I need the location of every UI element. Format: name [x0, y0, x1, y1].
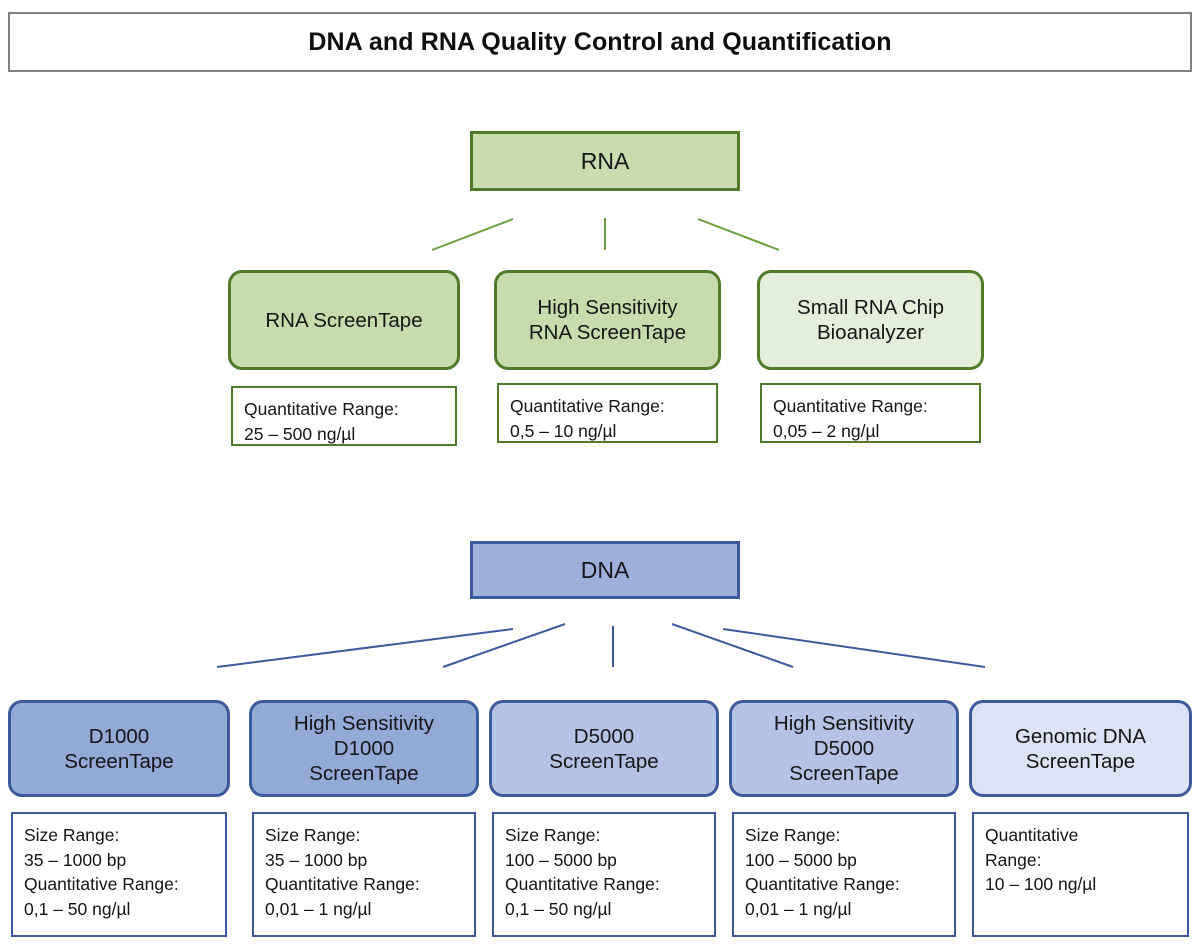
- dna-node-label: D5000 ScreenTape: [549, 724, 659, 773]
- dna-node-label: High Sensitivity D1000 ScreenTape: [293, 712, 435, 785]
- dna-node-label: High Sensitivity D5000 ScreenTape: [773, 712, 915, 785]
- dna-connector-2: [442, 623, 566, 668]
- dna-spec-genomic-dna-screentape: Quantitative Range: 10 – 100 ng/µl: [972, 812, 1189, 937]
- dna-node-d1000-screentape[interactable]: D1000 ScreenTape: [8, 700, 230, 797]
- page-title: DNA and RNA Quality Control and Quantifi…: [308, 27, 892, 56]
- page-title-banner: DNA and RNA Quality Control and Quantifi…: [8, 12, 1192, 72]
- dna-connector-1: [216, 628, 514, 668]
- dna-header-label: DNA: [580, 556, 630, 583]
- rna-node-rna-screentape[interactable]: RNA ScreenTape: [228, 270, 460, 370]
- dna-connector-4: [671, 623, 794, 668]
- dna-spec-d5000-screentape: Size Range: 100 – 5000 bp Quantitative R…: [492, 812, 716, 937]
- dna-node-hs-d5000-screentape[interactable]: High Sensitivity D5000 ScreenTape: [729, 700, 959, 797]
- rna-spec-rna-screentape: Quantitative Range: 25 – 500 ng/µl: [231, 386, 457, 446]
- dna-spec-d1000-screentape: Size Range: 35 – 1000 bp Quantitative Ra…: [11, 812, 227, 937]
- rna-connector-left: [431, 218, 514, 251]
- dna-node-d5000-screentape[interactable]: D5000 ScreenTape: [489, 700, 719, 797]
- dna-node-genomic-dna-screentape[interactable]: Genomic DNA ScreenTape: [969, 700, 1192, 797]
- dna-node-hs-d1000-screentape[interactable]: High Sensitivity D1000 ScreenTape: [249, 700, 479, 797]
- dna-node-label: D1000 ScreenTape: [64, 724, 174, 773]
- rna-header-label: RNA: [580, 147, 630, 174]
- rna-spec-hs-rna-screentape: Quantitative Range: 0,5 – 10 ng/µl: [497, 383, 718, 443]
- dna-header-node[interactable]: DNA: [470, 541, 740, 599]
- rna-node-hs-rna-screentape[interactable]: High Sensitivity RNA ScreenTape: [494, 270, 721, 370]
- rna-connector-right: [697, 218, 780, 251]
- dna-connector-5: [722, 628, 986, 668]
- rna-node-label: RNA ScreenTape: [265, 308, 423, 332]
- rna-node-small-rna-chip-bioanalyzer[interactable]: Small RNA Chip Bioanalyzer: [757, 270, 984, 370]
- dna-node-label: Genomic DNA ScreenTape: [1014, 724, 1146, 773]
- rna-header-node[interactable]: RNA: [470, 131, 740, 191]
- rna-node-label: High Sensitivity RNA ScreenTape: [528, 296, 687, 344]
- rna-node-label: Small RNA Chip Bioanalyzer: [797, 296, 944, 344]
- dna-spec-hs-d5000-screentape: Size Range: 100 – 5000 bp Quantitative R…: [732, 812, 956, 937]
- rna-spec-small-rna-chip-bioanalyzer: Quantitative Range: 0,05 – 2 ng/µl: [760, 383, 981, 443]
- dna-spec-hs-d1000-screentape: Size Range: 35 – 1000 bp Quantitative Ra…: [252, 812, 476, 937]
